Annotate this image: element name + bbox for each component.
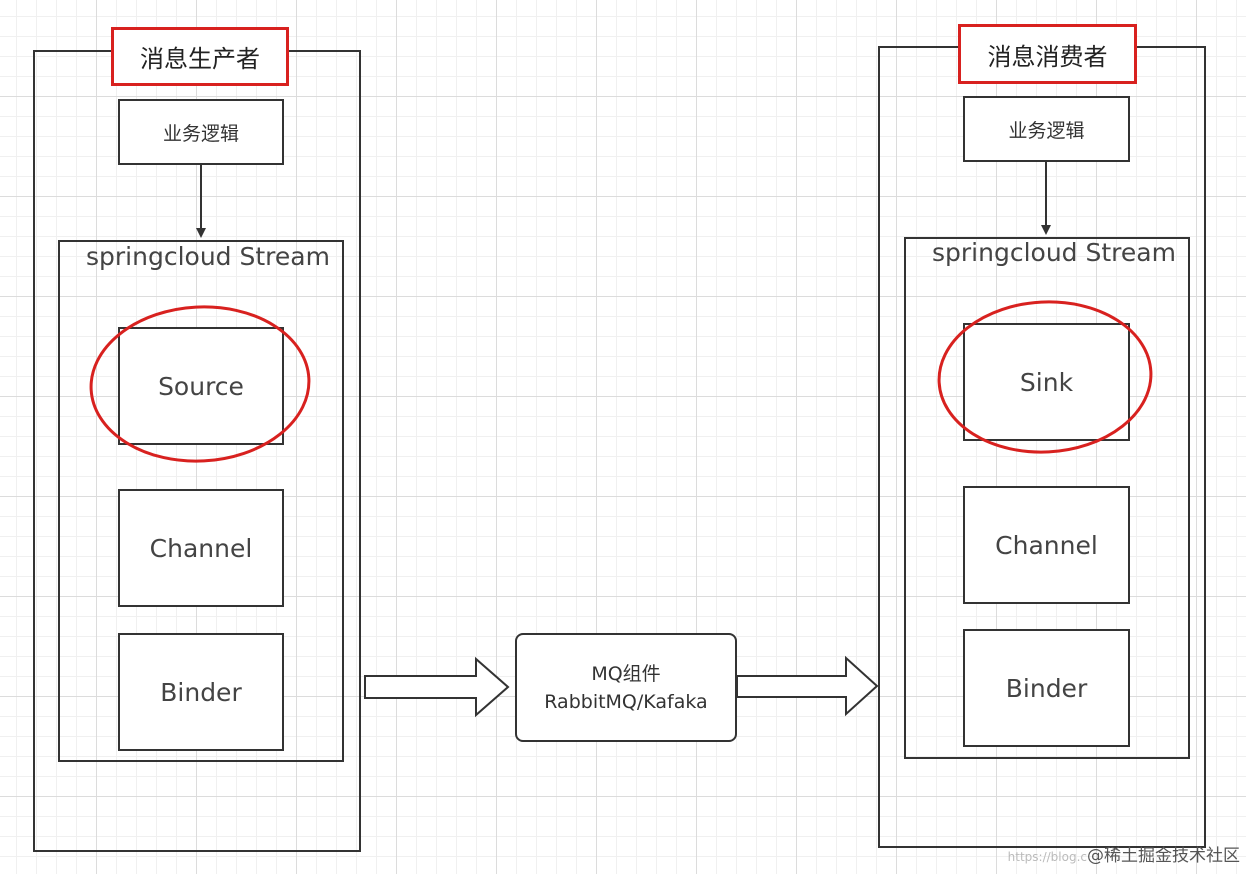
mq-to-consumer-arrow	[736, 655, 879, 717]
consumer-channel-box: Channel	[963, 486, 1130, 604]
consumer-stream-container	[904, 237, 1190, 759]
producer-stream-label: springcloud Stream	[86, 242, 330, 271]
producer-to-mq-arrow	[364, 656, 510, 718]
source-box: Source	[118, 327, 284, 445]
mq-line2: RabbitMQ/Kafaka	[544, 690, 708, 713]
consumer-title: 消息消费者	[958, 24, 1137, 84]
watermark: https://blog.c@稀土掘金技术社区	[1008, 841, 1240, 866]
mq-component-box: MQ组件 RabbitMQ/Kafaka	[515, 633, 737, 742]
producer-title: 消息生产者	[111, 27, 289, 86]
source-highlight-ellipse	[89, 305, 311, 463]
consumer-stream-label: springcloud Stream	[932, 238, 1176, 267]
sink-box: Sink	[963, 323, 1130, 441]
producer-binder-box: Binder	[118, 633, 284, 751]
consumer-business-logic-box: 业务逻辑	[963, 96, 1130, 162]
watermark-text: @稀土掘金技术社区	[1087, 846, 1240, 866]
mq-line1: MQ组件	[591, 662, 661, 685]
producer-channel-box: Channel	[118, 489, 284, 607]
sink-highlight-ellipse	[937, 300, 1153, 454]
watermark-url: https://blog.c	[1007, 850, 1087, 864]
producer-stream-container	[58, 240, 344, 762]
producer-business-logic-box: 业务逻辑	[118, 99, 284, 165]
consumer-binder-box: Binder	[963, 629, 1130, 747]
